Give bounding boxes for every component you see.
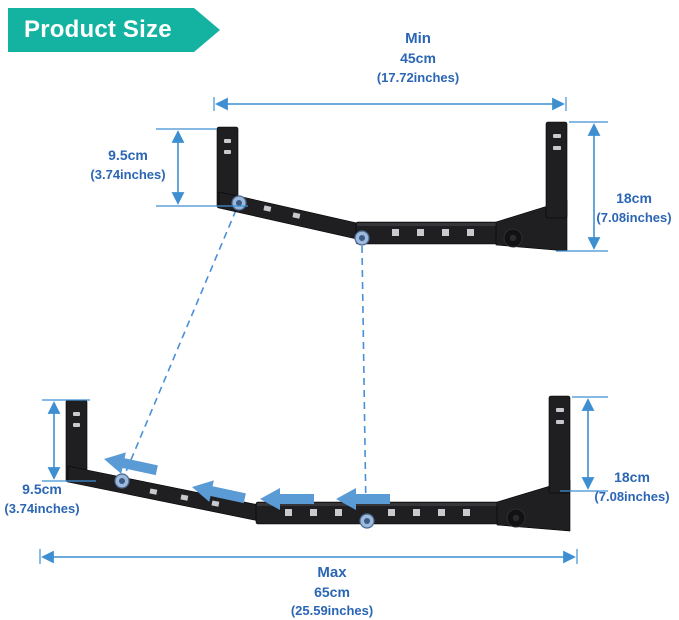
min-right-height-inches: (7.08inches)	[596, 209, 672, 225]
max-right-height-inches: (7.08inches)	[594, 488, 670, 504]
max-left-height-dimension	[42, 399, 96, 482]
extend-arrow-icon	[260, 488, 314, 510]
min-left-height-value: 9.5cm	[108, 147, 148, 163]
extend-arrow-icon	[336, 488, 390, 510]
arm-slot	[392, 229, 399, 236]
extend-arrow-icon	[192, 480, 246, 504]
post-slot	[556, 408, 564, 412]
min-width-dimension	[213, 97, 567, 111]
max-width-dimension	[39, 549, 578, 564]
post-slot	[224, 139, 231, 143]
max-width-inches: (25.59inches)	[290, 603, 374, 619]
guide-line-middle	[361, 245, 367, 515]
post-slot	[73, 412, 80, 416]
max-right-height-dimension	[560, 396, 608, 492]
post-slot	[73, 423, 80, 427]
min-middle-screw-knob	[354, 230, 370, 246]
min-right-height-value: 18cm	[616, 190, 652, 206]
max-left-height-value: 9.5cm	[22, 481, 62, 497]
max-width-value: 65cm	[314, 584, 350, 601]
max-right-height-label: 18cm (7.08inches)	[584, 468, 679, 506]
arm-slot	[438, 509, 445, 516]
arm-slot	[285, 509, 292, 516]
arm-slot	[417, 229, 424, 236]
arm-slot	[149, 488, 158, 495]
max-left-height-label: 9.5cm (3.74inches)	[0, 480, 84, 518]
arm-slot	[388, 509, 395, 516]
min-label-text: Min	[405, 30, 431, 47]
max-width-label: Max 65cm (25.59inches)	[252, 563, 412, 620]
arm-highlight	[357, 223, 529, 226]
extend-arrow-icon	[104, 452, 158, 476]
min-right-post	[545, 121, 568, 219]
knob-center	[512, 514, 520, 522]
max-left-height-inches: (3.74inches)	[4, 500, 80, 516]
post-slot	[553, 134, 561, 138]
arm-slot	[335, 509, 342, 516]
guide-line-left	[124, 209, 237, 475]
arm-slot	[463, 509, 470, 516]
banner: Product Size	[8, 8, 220, 52]
knob-center	[509, 234, 517, 242]
post-slot	[556, 420, 564, 424]
max-middle-screw-knob	[359, 513, 375, 529]
min-width-inches: (17.72inches)	[376, 69, 460, 85]
min-left-height-label: 9.5cm (3.74inches)	[78, 146, 178, 184]
arm-slot	[467, 229, 474, 236]
max-label-text: Max	[317, 564, 347, 581]
arm-slot	[292, 212, 301, 219]
post-slot	[553, 146, 561, 150]
min-right-height-label: 18cm (7.08inches)	[586, 189, 679, 227]
min-width-value: 45cm	[400, 50, 436, 66]
min-left-screw-knob	[231, 195, 247, 211]
arm-slot	[310, 509, 317, 516]
min-left-height-inches: (3.74inches)	[90, 166, 166, 182]
arm-slot	[442, 229, 449, 236]
banner-title: Product Size	[24, 16, 172, 43]
max-right-post	[548, 395, 571, 494]
arm-highlight	[257, 503, 529, 506]
extension-arrows	[104, 452, 390, 510]
alignment-guide-lines	[124, 209, 367, 515]
bracket-max	[65, 395, 571, 532]
max-right-height-value: 18cm	[614, 469, 650, 485]
min-width-label: Min 45cm (17.72inches)	[338, 28, 498, 87]
arm-slot	[263, 205, 272, 212]
post-slot	[224, 150, 231, 154]
arm-slot	[413, 509, 420, 516]
min-right-height-dimension	[556, 121, 608, 252]
arm-slot	[180, 494, 189, 501]
max-left-screw-knob	[114, 473, 130, 489]
arm-slot	[211, 500, 220, 507]
bracket-min	[216, 121, 568, 252]
min-left-height-dimension	[156, 128, 248, 207]
